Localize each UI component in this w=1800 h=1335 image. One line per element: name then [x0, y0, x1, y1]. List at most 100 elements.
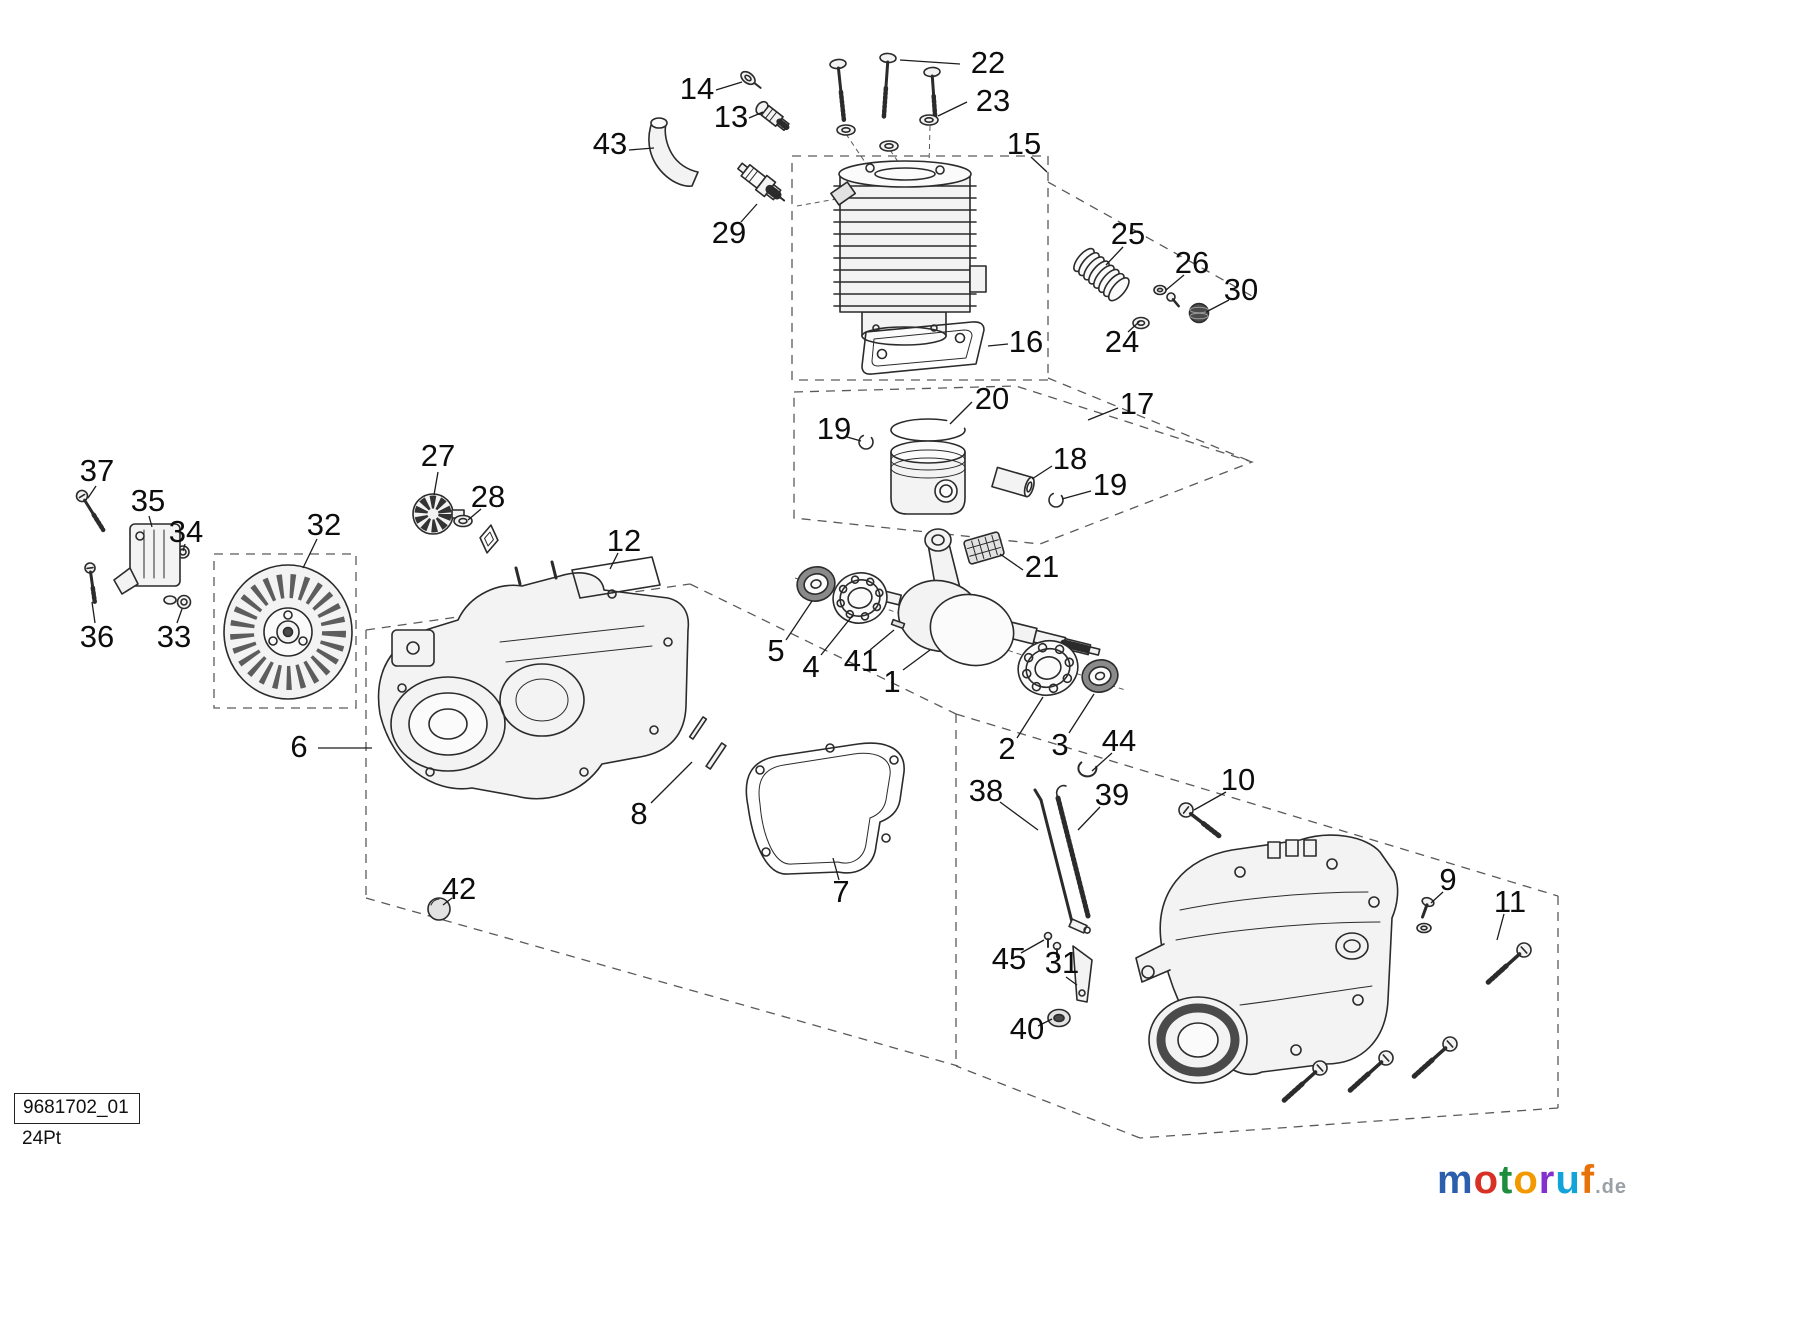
leader-lines: [87, 59, 1505, 1027]
oil-seal-5: [796, 566, 836, 602]
callout-4: 4: [802, 649, 819, 684]
cap-14: [740, 70, 762, 89]
clutch-side-crankcase: [1135, 834, 1399, 1084]
callout-11: 11: [1494, 884, 1526, 919]
pin-clip-19-left: [858, 434, 874, 450]
callout-21: 21: [1025, 549, 1059, 584]
type-code: 24Pt: [22, 1128, 62, 1149]
worm-gear-27: [412, 493, 465, 535]
callout-7: 7: [832, 874, 849, 909]
key-41: [890, 618, 906, 630]
washer-24: [1132, 316, 1150, 330]
decal-12: [571, 556, 661, 599]
callout-44: 44: [1102, 723, 1136, 758]
callout-25: 25: [1111, 216, 1145, 251]
screw-9: [1416, 896, 1435, 934]
nut-33: [163, 594, 192, 610]
callout-20: 20: [975, 381, 1009, 416]
callout-35: 35: [131, 483, 165, 518]
callout-36: 36: [80, 619, 114, 654]
needle-bearing-21: [963, 531, 1005, 565]
spark-plug-29: [737, 162, 786, 202]
callout-17: 17: [1120, 386, 1154, 421]
callout-5: 5: [767, 633, 784, 668]
callout-16: 16: [1009, 324, 1043, 359]
callout-23: 23: [976, 83, 1010, 118]
clip-44: [1077, 761, 1098, 778]
callout-39: 39: [1095, 777, 1129, 812]
screw-10: [1178, 802, 1224, 840]
callout-8: 8: [630, 796, 647, 831]
callout-40: 40: [1010, 1011, 1044, 1046]
callout-34: 34: [169, 514, 203, 549]
callout-19b: 19: [1093, 467, 1127, 502]
watermark-letter: t: [1499, 1158, 1514, 1202]
oil-seal-3: [1081, 659, 1119, 693]
callout-30: 30: [1224, 272, 1258, 307]
bearing-4: [832, 572, 888, 624]
callout-19a: 19: [817, 411, 851, 446]
crankcase-half-6: [377, 560, 690, 800]
pins-8: [688, 716, 727, 770]
callout-32: 32: [307, 507, 341, 542]
callout-15: 15: [1007, 126, 1041, 161]
screws-45: [1043, 931, 1062, 958]
callout-3: 3: [1051, 727, 1068, 762]
callout-29: 29: [712, 215, 746, 250]
watermark-letter: u: [1555, 1158, 1581, 1202]
screws-11: [1280, 942, 1532, 1104]
callout-1: 1: [883, 664, 900, 699]
callout-9: 9: [1439, 862, 1456, 897]
watermark-tld: .de: [1595, 1176, 1628, 1198]
wrist-pin-18: [991, 466, 1035, 498]
lever-31: [1072, 945, 1093, 1003]
gasket-16: [861, 321, 985, 375]
motoruf-watermark: motoruf.de: [1437, 1158, 1627, 1203]
callout-26: 26: [1175, 245, 1209, 280]
callout-33: 33: [157, 619, 191, 654]
watermark-letter: f: [1580, 1158, 1596, 1202]
screw-36: [84, 562, 97, 604]
cylinder-15: [830, 160, 987, 346]
pulley-30: [1188, 302, 1210, 324]
watermark-letter: r: [1538, 1158, 1556, 1202]
flywheel-32: [223, 564, 353, 700]
gasket-7: [745, 742, 905, 875]
watermark-letter: o: [1473, 1158, 1500, 1202]
callout-45: 45: [992, 941, 1026, 976]
doc-code-block: 9681702_01 24Pt: [14, 1093, 140, 1150]
callout-10: 10: [1221, 762, 1255, 797]
bearing-2: [1017, 639, 1079, 697]
piston: [890, 440, 966, 515]
callout-14: 14: [680, 71, 714, 106]
ignition-module-35: [113, 523, 181, 595]
callout-27: 27: [421, 438, 455, 473]
spring-25: [1073, 247, 1130, 302]
callout-31: 31: [1045, 945, 1079, 980]
callout-6: 6: [290, 729, 307, 764]
piston-ring-20: [890, 418, 966, 442]
washers-23: [836, 114, 939, 152]
callout-13: 13: [714, 99, 748, 134]
watermark-letter: m: [1437, 1158, 1474, 1202]
callout-12: 12: [607, 523, 641, 558]
washer-clip-28: [453, 514, 499, 554]
screw-37: [75, 489, 106, 533]
callout-42: 42: [442, 871, 476, 906]
callout-2: 2: [998, 731, 1015, 766]
decomp-valve-13: [755, 100, 790, 132]
screws-22: [829, 52, 941, 125]
callout-24: 24: [1105, 324, 1139, 359]
callout-43: 43: [593, 126, 627, 161]
spark-plug-boot-43: [648, 117, 699, 187]
doc-code: 9681702_01: [14, 1093, 140, 1124]
watermark-letter: o: [1513, 1158, 1539, 1202]
oil-pipe-38: [1033, 788, 1074, 924]
pin-clip-19-right: [1048, 492, 1064, 508]
callout-41: 41: [844, 643, 878, 678]
callout-22: 22: [971, 45, 1005, 80]
callouts: 22 23 14 13 15 43 29 25 26 30 24 16 20 1…: [80, 45, 1526, 1046]
crankshaft-1: [872, 528, 1101, 667]
